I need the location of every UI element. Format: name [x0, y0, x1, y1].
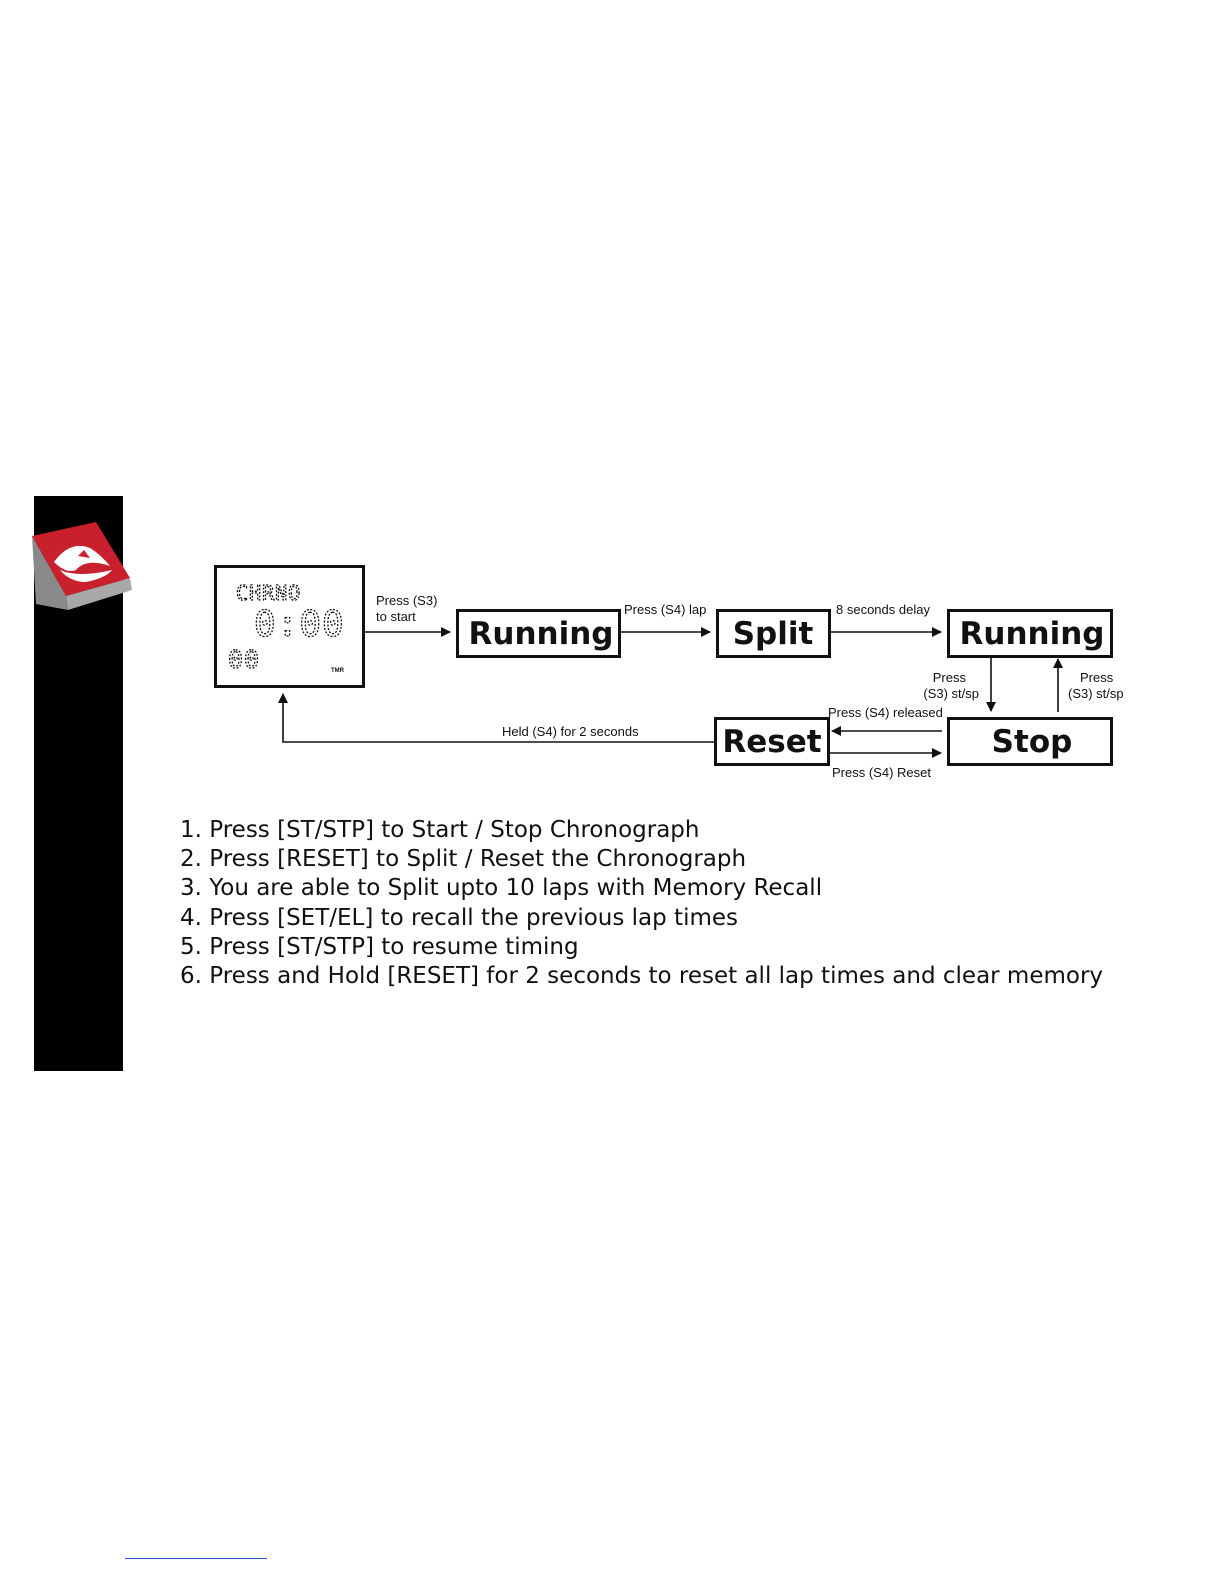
state-label: Stop: [992, 724, 1073, 760]
brand-logo-icon: [32, 522, 132, 610]
lcd-display: CHRNO 0:00 00 TMR: [214, 565, 365, 688]
instruction-item: 5. Press [ST/STP] to resume timing: [180, 933, 579, 960]
state-label: Running: [469, 616, 614, 652]
edge-label-resume-1: Press: [1080, 670, 1114, 685]
edge-label-held: Held (S4) for 2 seconds: [502, 724, 639, 739]
instruction-item: 4. Press [SET/EL] to recall the previous…: [180, 904, 739, 931]
state-label: Split: [733, 616, 814, 652]
state-split: Split: [716, 609, 831, 658]
instruction-item: 1. Press [ST/STP] to Start / Stop Chrono…: [180, 817, 700, 843]
edge-label-released: Press (S4) released: [828, 705, 943, 720]
lcd-mode-text: CHRNO: [236, 581, 301, 605]
instruction-item: 3. You are able to Split upto 10 laps wi…: [180, 875, 823, 902]
state-running-1: Running: [456, 609, 621, 658]
edge-label-start-1: Press (S3): [376, 593, 437, 608]
edge-label-stop-2: (S3) st/sp: [923, 686, 979, 701]
edge-label-resume-2: (S3) st/sp: [1068, 686, 1124, 701]
state-running-2: Running: [947, 609, 1113, 658]
lcd-time-text: 0:00: [254, 604, 345, 645]
state-label: Reset: [722, 724, 821, 760]
edge-label-delay: 8 seconds delay: [836, 602, 930, 617]
state-reset: Reset: [714, 717, 830, 766]
state-stop: Stop: [947, 717, 1113, 766]
instruction-item: 2. Press [RESET] to Split / Reset the Ch…: [180, 846, 747, 873]
lcd-sub-text: 00: [228, 645, 260, 674]
edge-label-start-2: to start: [376, 609, 416, 624]
edge-label-reset: Press (S4) Reset: [832, 765, 931, 780]
footer-rule: [125, 1558, 267, 1559]
lcd-indicator: TMR: [331, 668, 345, 674]
instruction-item: 6. Press and Hold [RESET] for 2 seconds …: [180, 963, 1104, 990]
edge-label-stop-1: Press: [933, 670, 967, 685]
instruction-list: 1. Press [ST/STP] to Start / Stop Chrono…: [180, 816, 1103, 991]
state-label: Running: [960, 616, 1105, 652]
edge-label-lap: Press (S4) lap: [624, 602, 706, 617]
edge-held-arrow: [278, 693, 715, 743]
